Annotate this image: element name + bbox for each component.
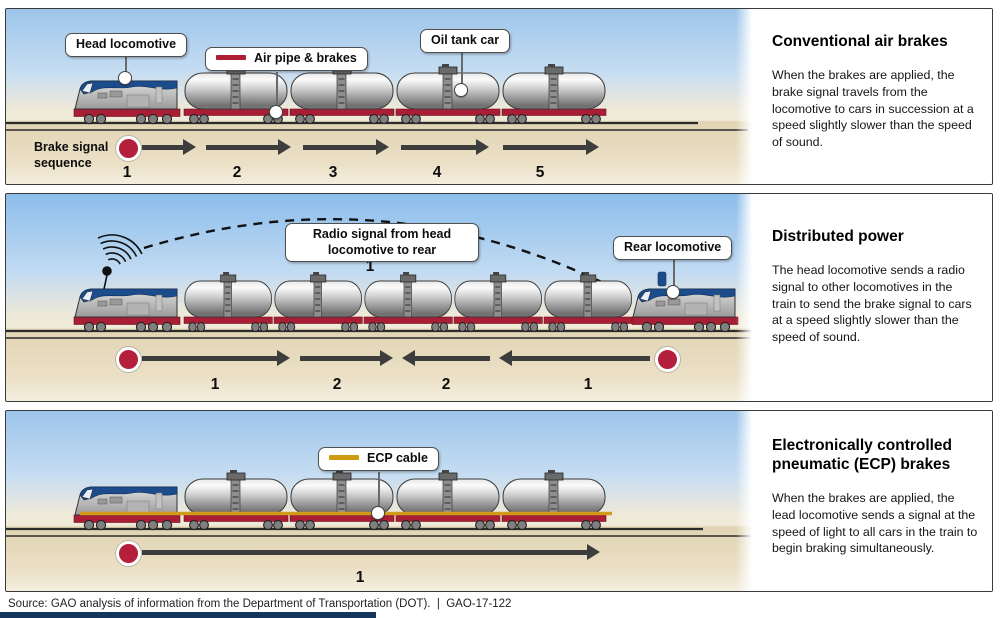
panel-title: Conventional air brakes — [772, 33, 948, 50]
radio-signal-callout: Radio signal from head locomotive to rea… — [285, 223, 479, 263]
brake-signal-sequence-label: Brake signal sequence — [34, 140, 109, 171]
sequence-number: 1 — [122, 164, 132, 181]
callout-anchor-dot — [118, 71, 133, 86]
callout-leader-line — [461, 53, 463, 87]
source-attribution-line: Source: GAO analysis of information from… — [8, 598, 512, 610]
sequence-number: 3 — [328, 164, 338, 181]
head-locomotive-callout: Head locomotive — [65, 33, 188, 57]
panel-distributed-power: Radio signal from head locomotive to rea… — [5, 193, 993, 402]
tank-cars — [183, 63, 607, 124]
air-pipe-callout: Air pipe & brakes — [205, 47, 368, 71]
signal-arrow-3 — [303, 139, 389, 155]
signal-origin-dot-rear — [654, 346, 680, 372]
sequence-number: 5 — [535, 164, 545, 181]
air-pipe-label: Air pipe & brakes — [254, 51, 357, 65]
head-locomotive-drawing — [73, 486, 181, 531]
radio-waves-icon — [97, 234, 143, 290]
signal-arrow-1 — [142, 139, 196, 155]
conventional-text-column: Conventional air brakes When the brakes … — [736, 9, 992, 184]
signal-origin-dot-front — [115, 346, 141, 372]
signal-arrow-5 — [503, 139, 599, 155]
rear-locomotive-stack — [657, 271, 667, 287]
sequence-number: 1 — [355, 569, 365, 586]
signal-arrow-left-1 — [499, 350, 650, 366]
sequence-number: 2 — [232, 164, 242, 181]
signal-arrow-right-1 — [142, 350, 290, 366]
distributed-text-column: Distributed power The head locomotive se… — [736, 194, 992, 401]
ecp-cable-callout: ECP cable — [318, 447, 439, 471]
ecp-cable-swatch-icon — [329, 455, 359, 460]
panel-title: Distributed power — [772, 228, 904, 245]
head-locomotive-drawing — [73, 288, 181, 333]
panel-body-text: When the brakes are applied, the brake s… — [772, 67, 974, 150]
sequence-number: 2 — [441, 376, 451, 393]
signal-origin-dot — [115, 135, 141, 161]
callout-anchor-dot — [454, 83, 469, 98]
signal-arrow-left-2 — [402, 350, 490, 366]
signal-arrow-4 — [401, 139, 489, 155]
signal-arrow-right-2 — [300, 350, 393, 366]
footer-bar — [0, 612, 376, 618]
signal-origin-dot — [115, 540, 141, 566]
panel-conventional-air-brakes: Head locomotive Air pipe & brakes Oil ta… — [5, 8, 993, 185]
sequence-number: 1 — [583, 376, 593, 393]
panel-body-text: The head locomotive sends a radio signal… — [772, 262, 972, 345]
callout-anchor-dot — [666, 285, 681, 300]
callout-leader-line — [276, 72, 278, 108]
sequence-number: 4 — [432, 164, 442, 181]
callout-leader-line — [378, 472, 380, 508]
rear-locomotive-callout: Rear locomotive — [613, 236, 733, 260]
callout-leader-line — [673, 260, 675, 288]
tank-cars — [183, 469, 607, 530]
radio-signal-label: Radio signal from head locomotive to rea… — [312, 227, 452, 257]
rear-locomotive-drawing — [631, 288, 739, 333]
panel-ecp-brakes: ECP cable 1 Electronically controlled pn… — [5, 410, 993, 592]
tank-cars — [183, 271, 633, 332]
callout-anchor-dot — [269, 105, 284, 120]
oil-tank-car-label: Oil tank car — [431, 33, 500, 47]
callout-leader-line — [125, 56, 127, 74]
ecp-cable-label: ECP cable — [367, 451, 428, 465]
panel-body-text: When the brakes are applied, the lead lo… — [772, 490, 978, 556]
sequence-number: 2 — [332, 376, 342, 393]
head-locomotive-label: Head locomotive — [76, 37, 177, 51]
callout-anchor-dot — [371, 506, 386, 521]
ecp-text-column: Electronically controlled pneumatic (ECP… — [736, 411, 992, 591]
panel-title: Electronically controlled pneumatic (ECP… — [772, 437, 953, 473]
air-pipe-swatch-icon — [216, 55, 246, 60]
sequence-number: 1 — [210, 376, 220, 393]
rear-locomotive-label: Rear locomotive — [624, 240, 722, 254]
signal-arrow-1 — [142, 544, 600, 560]
head-locomotive-drawing — [73, 80, 181, 125]
oil-tank-car-callout: Oil tank car — [420, 29, 511, 53]
train-illustration-ecp — [6, 469, 753, 537]
signal-arrow-2 — [206, 139, 291, 155]
